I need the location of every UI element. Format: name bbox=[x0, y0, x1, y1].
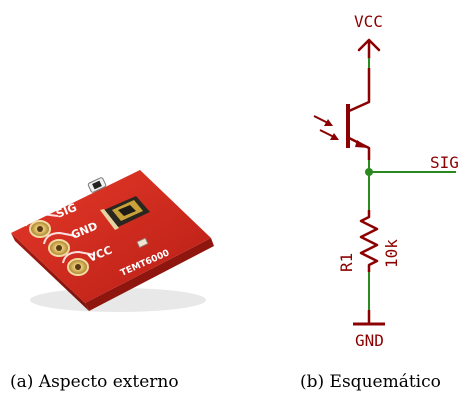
light-arrows-icon bbox=[313, 115, 339, 140]
board-top bbox=[11, 170, 211, 303]
emitter-arrow bbox=[355, 140, 369, 148]
smd-resistor bbox=[87, 177, 107, 193]
resistor-center bbox=[92, 180, 102, 190]
caption-b: (b) Esquemático bbox=[300, 372, 441, 392]
pad-sig-hole bbox=[37, 226, 43, 232]
silkscreen-outline bbox=[25, 212, 96, 264]
resistor-symbol bbox=[359, 210, 379, 272]
board-edge-right bbox=[85, 238, 214, 311]
pad-vcc-hole bbox=[75, 264, 81, 270]
vcc-arrow-symbol bbox=[357, 38, 381, 60]
gnd-label: GND bbox=[355, 331, 384, 350]
temt6000-sensor bbox=[100, 196, 150, 230]
board-edge-front bbox=[11, 233, 89, 311]
pad-gnd-hole bbox=[56, 245, 62, 251]
emitter-lead bbox=[348, 136, 371, 160]
vcc-label: VCC bbox=[354, 12, 383, 31]
resistor-name: R1 bbox=[337, 253, 356, 272]
resistor-value: 10k bbox=[382, 239, 401, 268]
sensor-die bbox=[118, 205, 136, 216]
schematic: VCC SIG bbox=[313, 12, 459, 350]
header-pads bbox=[29, 220, 89, 276]
smd-capacitor bbox=[136, 237, 149, 248]
collector-lead bbox=[348, 68, 371, 113]
caption-a: (a) Aspecto externo bbox=[10, 372, 179, 392]
sig-label: SIG bbox=[430, 153, 459, 172]
board-photo: SIG GND VCC TEMT6000 bbox=[11, 170, 214, 312]
sensor-lead bbox=[100, 209, 119, 230]
